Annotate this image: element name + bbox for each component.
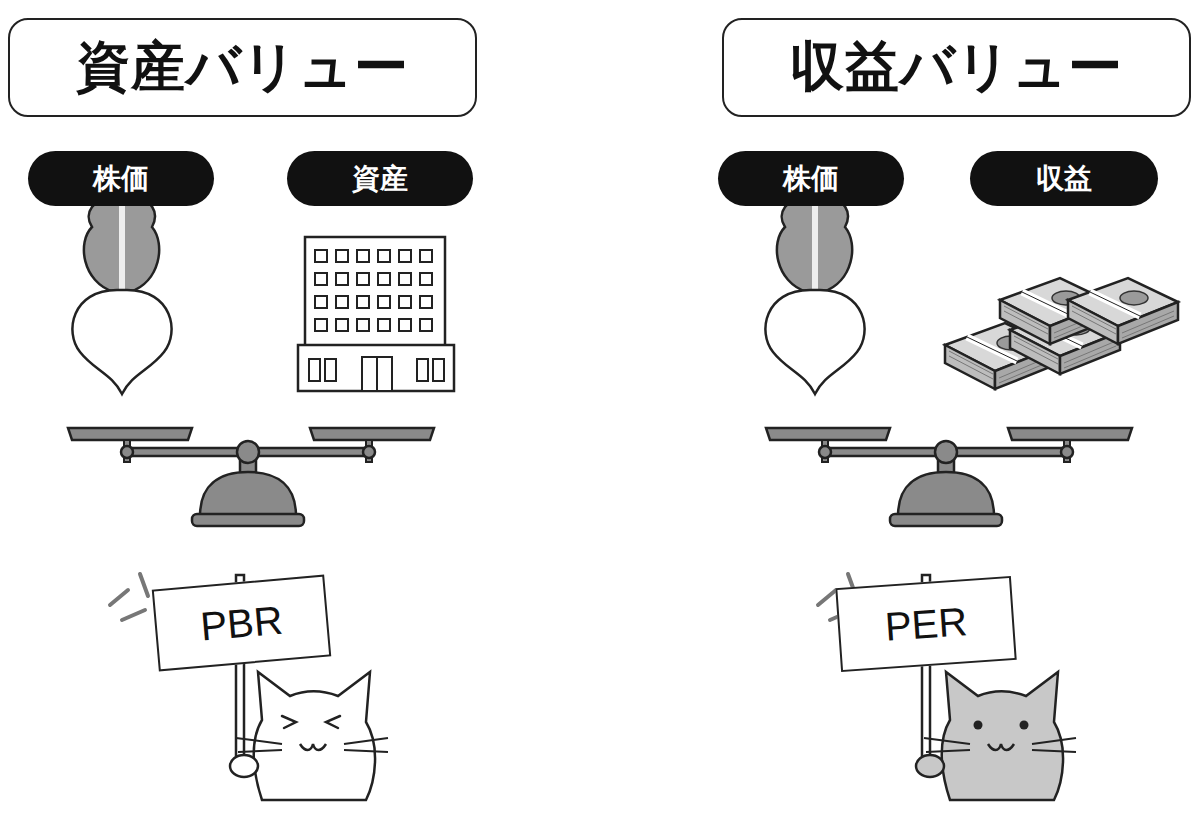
- node-text: PER: [883, 599, 968, 650]
- sign-board: PER: [835, 576, 1016, 672]
- label-pill: 収益: [970, 151, 1158, 206]
- node-text: 株価: [783, 160, 839, 198]
- node-text: 収益: [1036, 160, 1092, 198]
- node-text: 株価: [93, 160, 149, 198]
- heading-box: 資産バリュー: [8, 18, 477, 117]
- node-text: 収益バリュー: [790, 31, 1123, 104]
- node-text: PBR: [199, 597, 285, 649]
- node-text: 資産: [352, 160, 408, 198]
- sign-board: PBR: [152, 575, 331, 672]
- label-pill: 株価: [718, 151, 904, 206]
- label-pill: 資産: [287, 151, 473, 206]
- label-pill: 株価: [28, 151, 214, 206]
- node-text: 資産バリュー: [76, 31, 409, 104]
- heading-box: 収益バリュー: [722, 18, 1191, 117]
